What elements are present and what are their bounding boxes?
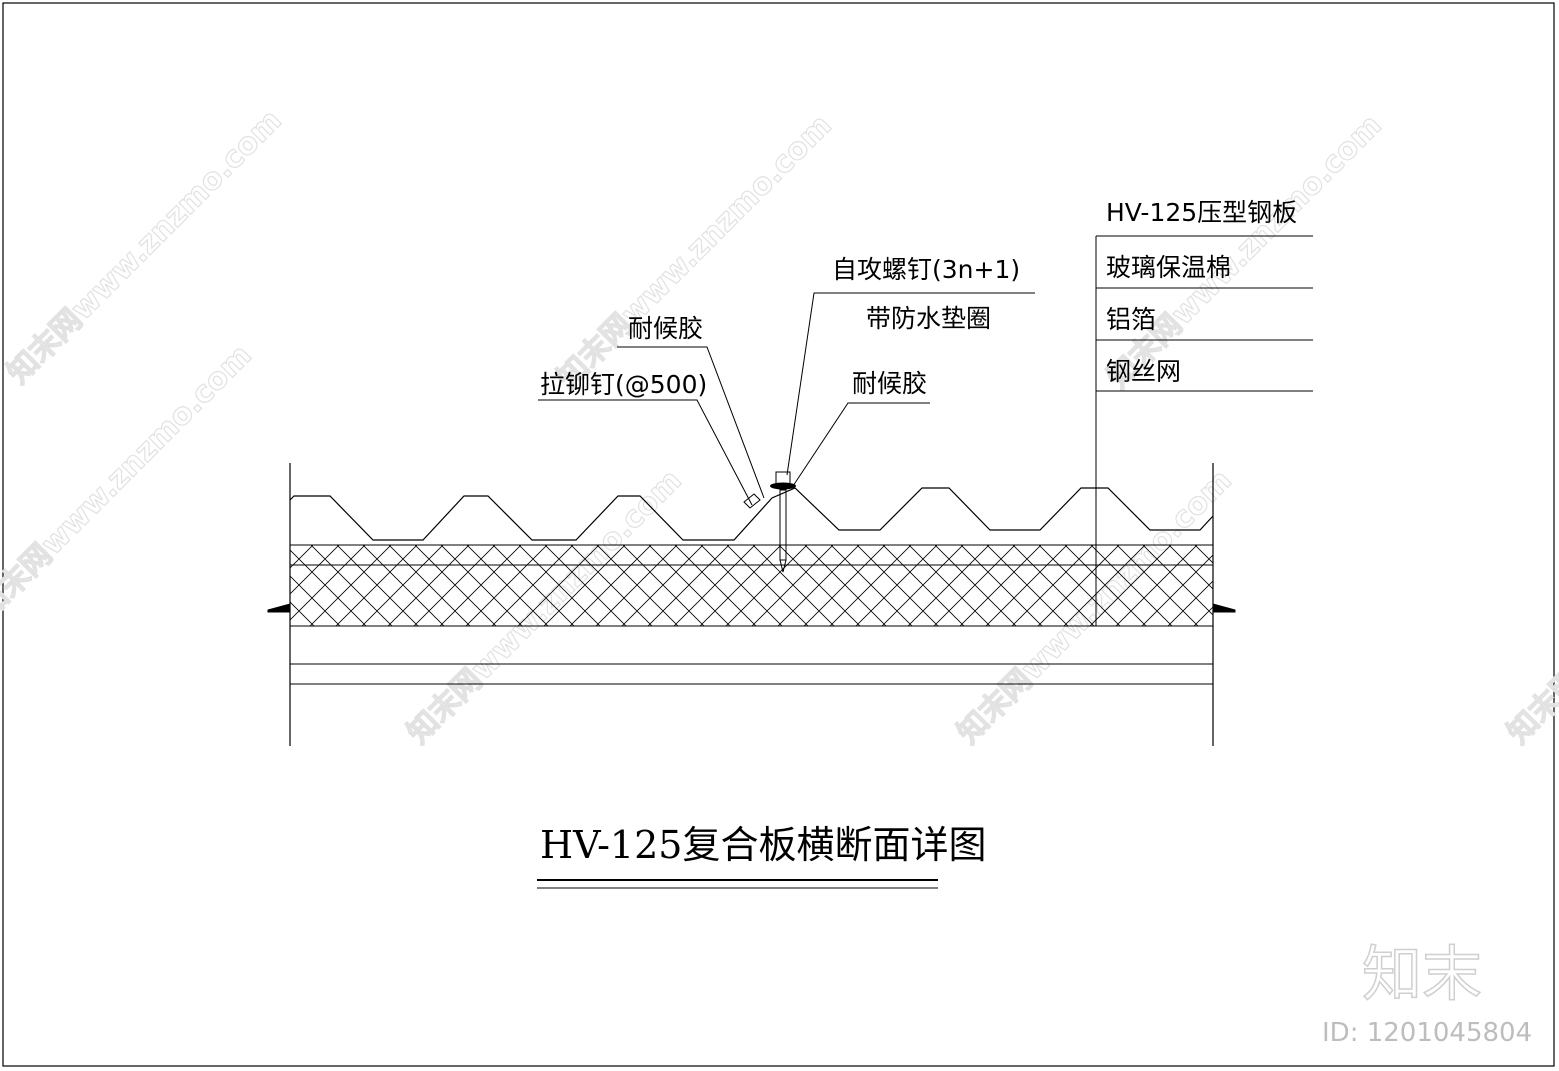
profiled-steel-sheet xyxy=(289,487,1214,541)
leader-weather-sealant-right xyxy=(792,402,930,487)
break-symbol-left xyxy=(267,603,291,613)
watermark-text: 知末网www.znzmo.com xyxy=(1101,108,1389,396)
legend-layer-glass-wool: 玻璃保温棉 xyxy=(1106,253,1231,282)
leader-weather-sealant-left xyxy=(617,346,765,499)
leader-rivet xyxy=(538,399,753,506)
brand-watermark: 知末 xyxy=(1362,940,1482,1010)
watermark-text: 知末网www.znzmo.com xyxy=(0,338,259,626)
label-weather-sealant-right: 耐候胶 xyxy=(852,369,927,398)
aluminum-foil-layer xyxy=(289,544,1214,566)
rivet-symbol xyxy=(743,493,761,509)
drawing-title: HV-125复合板横断面详图 xyxy=(540,823,986,867)
label-screw-line2: 带防水垫圈 xyxy=(866,304,991,333)
legend-layer-steel-sheet: HV-125压型钢板 xyxy=(1106,198,1297,227)
glass-wool-layer xyxy=(289,564,1214,627)
watermark-text: 知末网www.znzmo.com xyxy=(1501,463,1559,751)
label-screw-line1: 自攻螺钉(3n+1) xyxy=(832,255,1020,284)
break-symbol-right xyxy=(1212,603,1236,613)
image-id: ID: 1201045804 xyxy=(1322,1018,1532,1048)
watermark-text: 知末网www.znzmo.com xyxy=(1,103,289,391)
watermark-group: 知末网www.znzmo.com 知末网www.znzmo.com 知末网www… xyxy=(0,102,1559,751)
legend-layer-aluminum-foil: 铝箔 xyxy=(1106,305,1156,334)
self-tapping-screw xyxy=(770,471,796,573)
label-rivet: 拉铆钉(@500) xyxy=(540,370,707,399)
label-weather-sealant-left: 耐候胶 xyxy=(628,314,703,343)
legend-layer-wire-mesh: 钢丝网 xyxy=(1106,357,1181,386)
watermark-text: 知末网www.znzmo.com xyxy=(551,108,839,396)
leader-screw xyxy=(786,292,1035,476)
